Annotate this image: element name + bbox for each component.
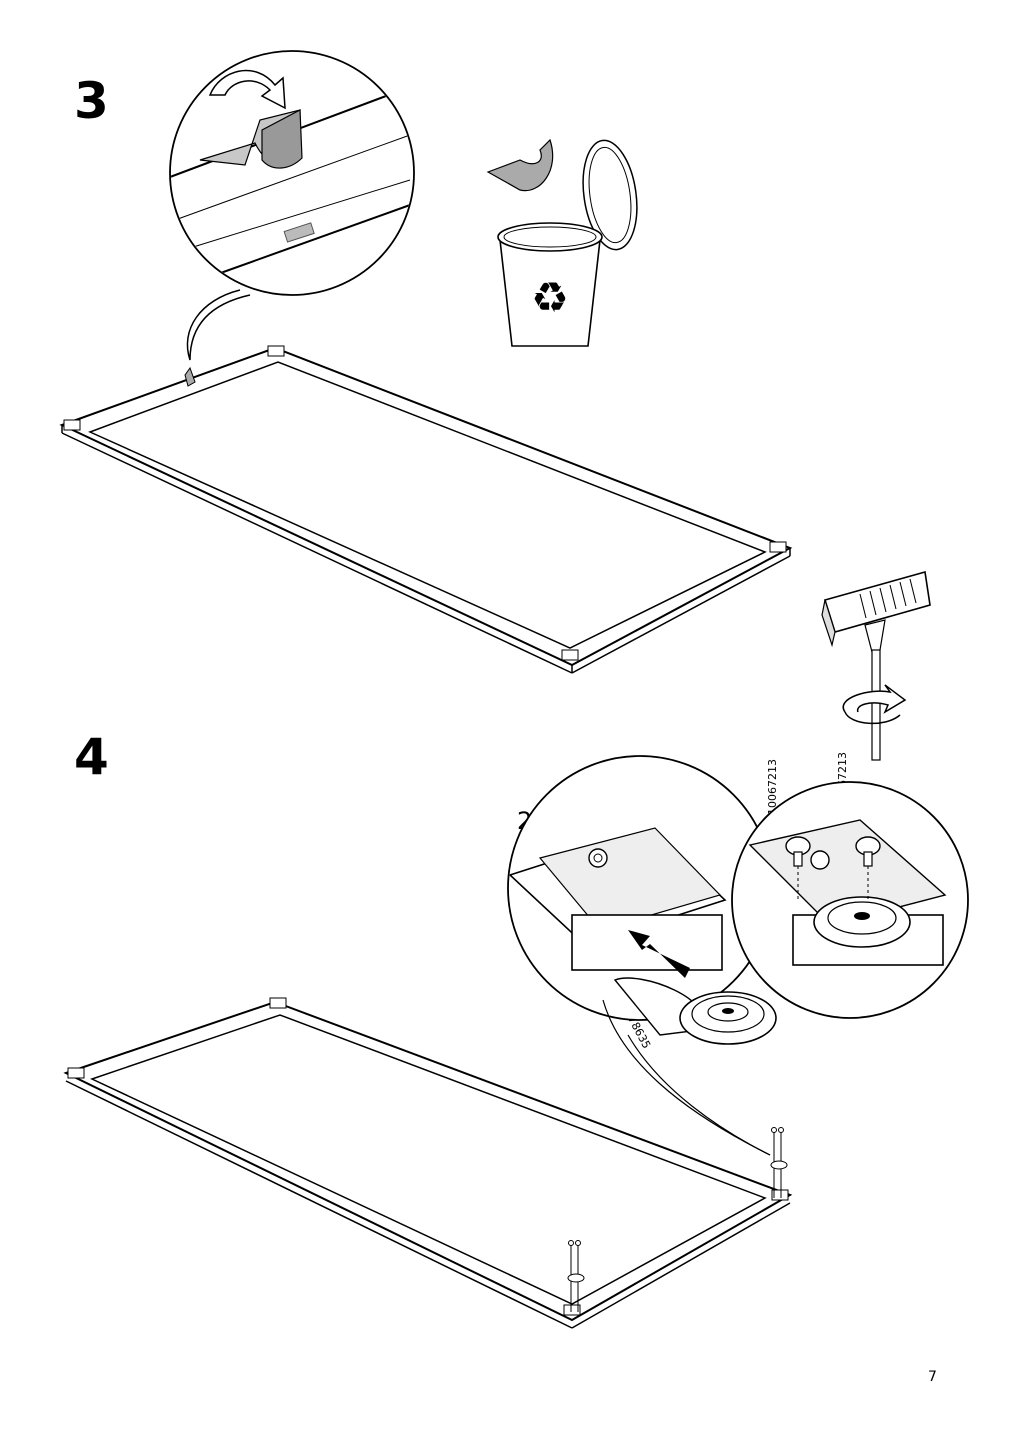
page-number: 7	[928, 1369, 937, 1385]
rotate-arrow-icon	[842, 684, 907, 714]
step3-detail-callout	[169, 50, 415, 361]
step4-detail-callout-right	[731, 781, 969, 1019]
discard-tape-illustration: ♻	[486, 138, 638, 347]
recycle-symbol-icon: ♻	[531, 273, 569, 322]
hex-key-screwdriver-icon	[821, 570, 931, 761]
part-number-screw-left: 10067213	[766, 759, 779, 815]
step-number-3: 3	[74, 72, 109, 130]
step4-detail-callout-left	[507, 755, 777, 1156]
recycle-bin-icon: ♻	[497, 222, 603, 347]
push-arrow-icon	[628, 930, 690, 978]
step4-frame	[63, 997, 793, 1329]
step-number-4: 4	[74, 728, 109, 786]
step3-frame	[59, 345, 793, 674]
rotate-arrow-icon	[208, 69, 286, 110]
